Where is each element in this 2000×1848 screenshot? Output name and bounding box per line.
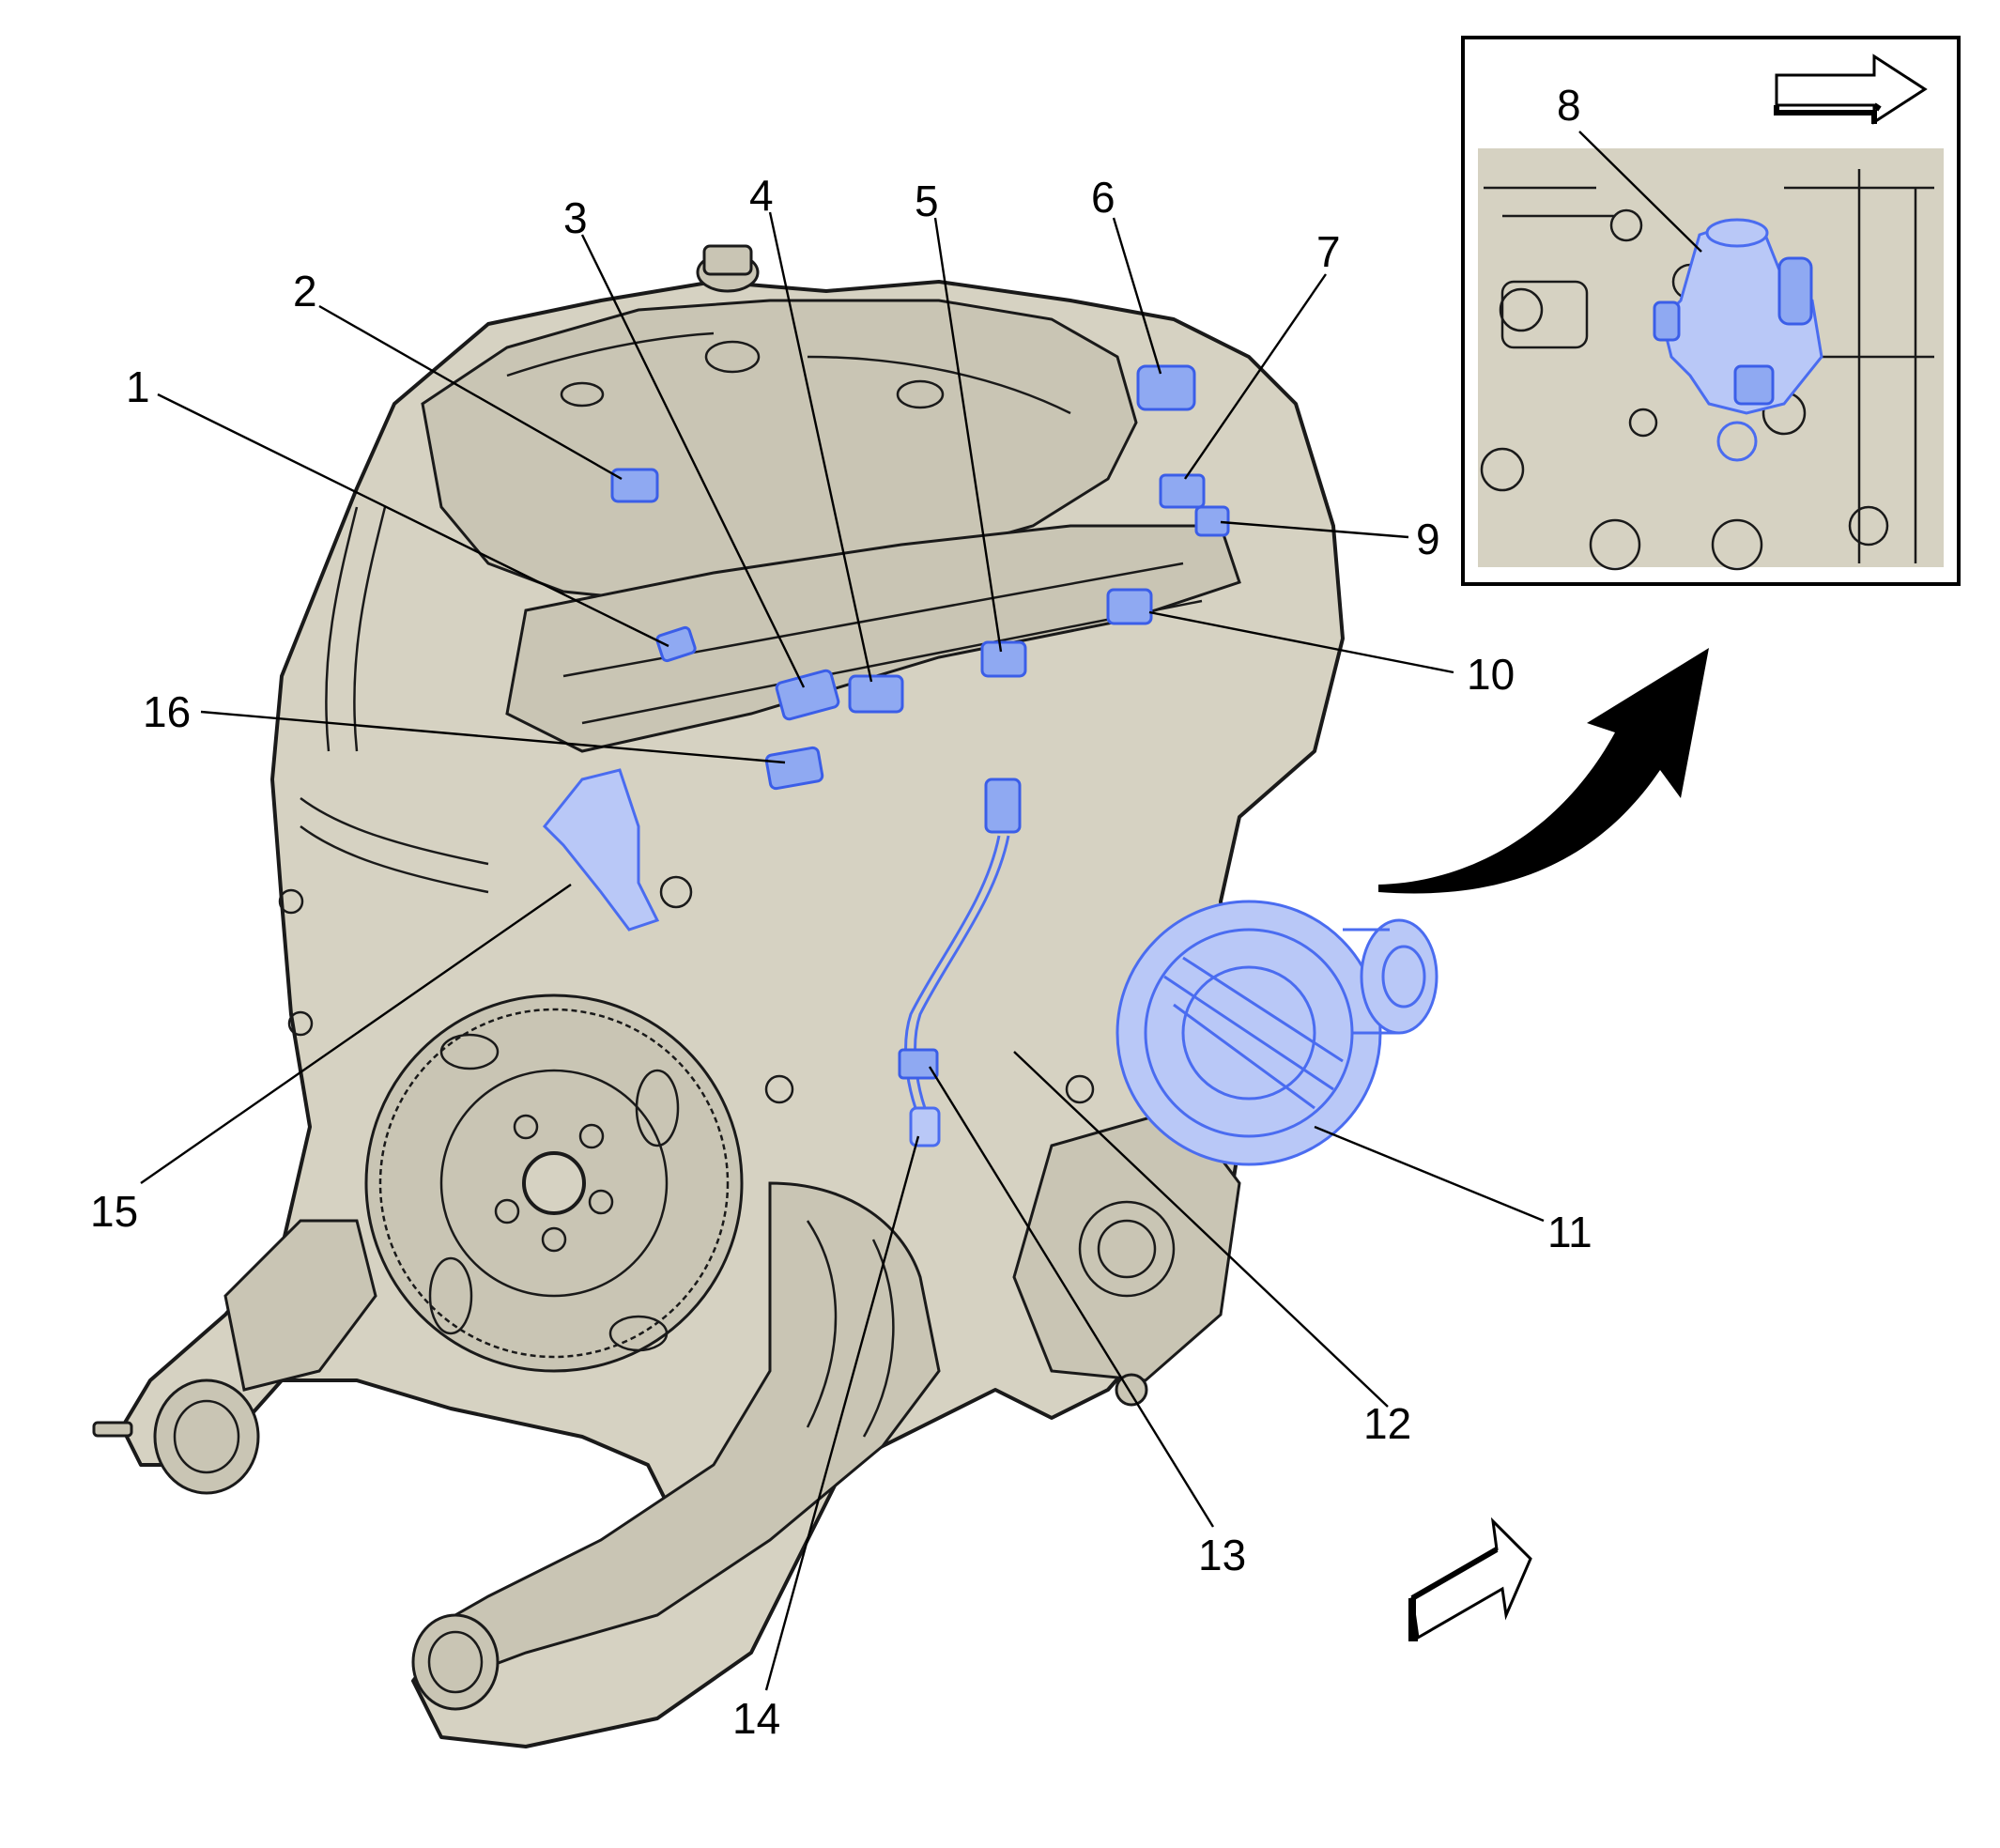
highlighted-components bbox=[542, 364, 1438, 1166]
callout-12: 12 bbox=[1363, 1399, 1411, 1448]
component-16-connector bbox=[764, 746, 824, 791]
component-14-sensor bbox=[909, 1106, 941, 1147]
callout-4: 4 bbox=[749, 171, 774, 220]
component-12-sensor-connector bbox=[898, 1048, 939, 1080]
leader-lines bbox=[140, 131, 1702, 1691]
engine-illustration bbox=[92, 244, 1345, 1748]
callout-8: 8 bbox=[1557, 81, 1581, 130]
callout-14: 14 bbox=[732, 1694, 780, 1743]
component-10-coil-connector bbox=[1106, 588, 1153, 625]
callout-11: 11 bbox=[1547, 1208, 1592, 1256]
callout-1: 1 bbox=[126, 362, 150, 411]
component-7-connector bbox=[1159, 473, 1206, 509]
callout-10: 10 bbox=[1467, 650, 1515, 699]
callout-7: 7 bbox=[1316, 227, 1341, 276]
component-1-connector bbox=[655, 625, 697, 663]
component-5-coil-connector bbox=[980, 640, 1027, 678]
callout-6: 6 bbox=[1091, 173, 1115, 222]
orientation-arrow-icon bbox=[1408, 1517, 1532, 1641]
component-8-pump bbox=[1653, 218, 1823, 462]
component-3-coil-connector bbox=[775, 669, 840, 721]
component-4-coil-connector bbox=[848, 674, 904, 714]
inset-direction-arrow-icon bbox=[1774, 54, 1928, 125]
callout-5: 5 bbox=[915, 177, 939, 225]
component-9-connector bbox=[1194, 505, 1230, 537]
callout-16: 16 bbox=[143, 687, 191, 736]
inset-detail-view bbox=[1461, 36, 1961, 586]
callout-9: 9 bbox=[1416, 515, 1440, 563]
callout-15: 15 bbox=[90, 1187, 138, 1236]
callout-2: 2 bbox=[293, 267, 317, 316]
component-left-actuator bbox=[542, 768, 660, 932]
component-2-connector bbox=[610, 468, 659, 503]
component-11-generator bbox=[1115, 900, 1438, 1166]
component-6-sensor bbox=[1136, 364, 1196, 411]
callout-labels: 1 2 3 4 5 6 7 8 9 10 11 12 13 14 15 16 bbox=[90, 81, 1592, 1743]
callout-3: 3 bbox=[563, 193, 588, 242]
curved-arrow-icon bbox=[1378, 648, 1709, 894]
callout-13: 13 bbox=[1198, 1531, 1246, 1579]
component-harness-connector bbox=[984, 778, 1022, 834]
